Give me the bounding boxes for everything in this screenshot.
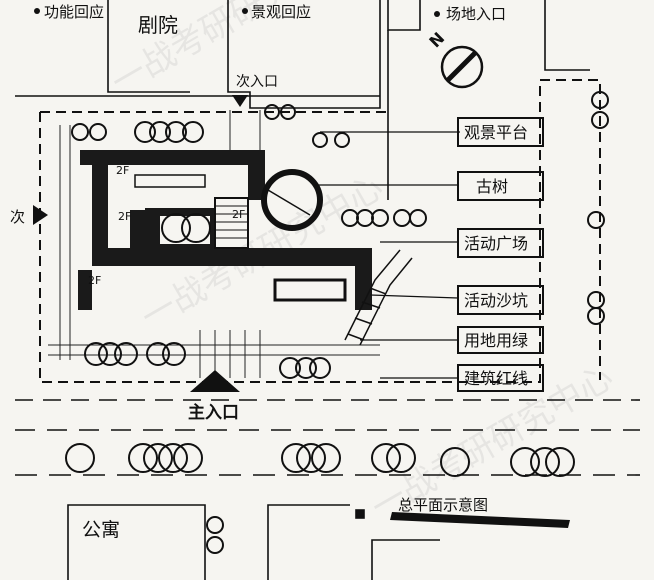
apartment-outline xyxy=(67,504,206,580)
south-building-outline xyxy=(267,504,350,580)
legend-label: 活动广场 xyxy=(464,234,528,253)
site-edge-right xyxy=(544,0,590,71)
floor-label-3: 2F xyxy=(232,208,245,221)
plan-title: 总平面示意图 xyxy=(398,496,488,514)
building-south-wing xyxy=(92,248,372,310)
legend-label: 观景平台 xyxy=(464,123,528,142)
north-circle xyxy=(440,45,484,89)
theater-label: 剧院 xyxy=(138,13,178,37)
landscape-zone-dot xyxy=(242,8,248,14)
function-zone-dot xyxy=(34,8,40,14)
floor-label-2: 2F xyxy=(118,210,131,223)
ancient-tree-symbol xyxy=(261,169,323,231)
function-zone-label: 功能回应 xyxy=(44,3,104,21)
legend-viewing-platform: 观景平台 xyxy=(457,117,544,147)
landscape-zone-label: 景观回应 xyxy=(251,3,311,21)
site-edge-top xyxy=(387,0,421,31)
legend-land-use-line: 用地用绿 xyxy=(457,326,544,354)
legend-ancient-tree: 古树 xyxy=(457,171,544,201)
north-window xyxy=(134,174,206,188)
main-building xyxy=(78,150,372,310)
west-tower xyxy=(78,270,92,310)
legend: 观景平台 古树 活动广场 活动沙坑 用地用绿 建筑红线 xyxy=(457,117,544,392)
legend-label: 古树 xyxy=(476,177,508,196)
north-needle xyxy=(446,50,478,82)
south-step-outline xyxy=(371,539,440,580)
title-underline xyxy=(390,512,570,528)
floor-label-1: 2F xyxy=(116,164,129,177)
site-boundary-line xyxy=(39,79,601,383)
south-pavilion xyxy=(273,278,347,302)
building-west-wall xyxy=(92,165,108,248)
main-entrance-arrow xyxy=(190,370,240,392)
site-entrance-label: 场地入口 xyxy=(446,5,506,23)
stair-block xyxy=(214,197,249,249)
legend-leaders xyxy=(315,131,460,379)
apartment-label: 公寓 xyxy=(82,519,120,541)
ancient-tree-circle xyxy=(261,169,323,231)
theater-outline xyxy=(107,0,190,93)
top-context xyxy=(15,0,590,200)
trees xyxy=(65,91,609,554)
secondary-entrance-left-arrow xyxy=(33,205,48,225)
floor-label-4: 2F xyxy=(88,274,101,287)
secondary-entrance-top-arrow xyxy=(232,95,248,107)
legend-label: 建筑红线 xyxy=(464,369,528,388)
secondary-entrance-top-label: 次入口 xyxy=(236,74,278,90)
south-context xyxy=(67,504,440,580)
site-entrance-dot xyxy=(434,11,440,17)
entrance-markers xyxy=(33,95,248,392)
legend-building-red-line: 建筑红线 xyxy=(457,364,544,392)
site-boundary xyxy=(39,79,601,383)
legend-label: 活动沙坑 xyxy=(464,291,528,310)
secondary-entrance-left-label: 次 xyxy=(10,208,25,226)
legend-activity-plaza: 活动广场 xyxy=(457,228,544,258)
building-upper-wing xyxy=(80,150,265,200)
north-letter: N xyxy=(425,28,448,51)
main-entrance-label: 主入口 xyxy=(188,402,239,423)
labels: 功能回应 剧院 景观回应 场地入口 次入口 次 主入口 公寓 总平面示意图 2F… xyxy=(10,3,506,541)
legend-activity-sandpit: 活动沙坑 xyxy=(457,285,544,315)
building-core xyxy=(130,210,145,248)
north-arrow: N xyxy=(425,28,484,89)
south-marker xyxy=(355,509,365,519)
road xyxy=(15,399,640,476)
east-stairs xyxy=(344,249,413,346)
legend-label: 用地用绿 xyxy=(464,331,528,350)
landscape-outline xyxy=(227,0,381,109)
